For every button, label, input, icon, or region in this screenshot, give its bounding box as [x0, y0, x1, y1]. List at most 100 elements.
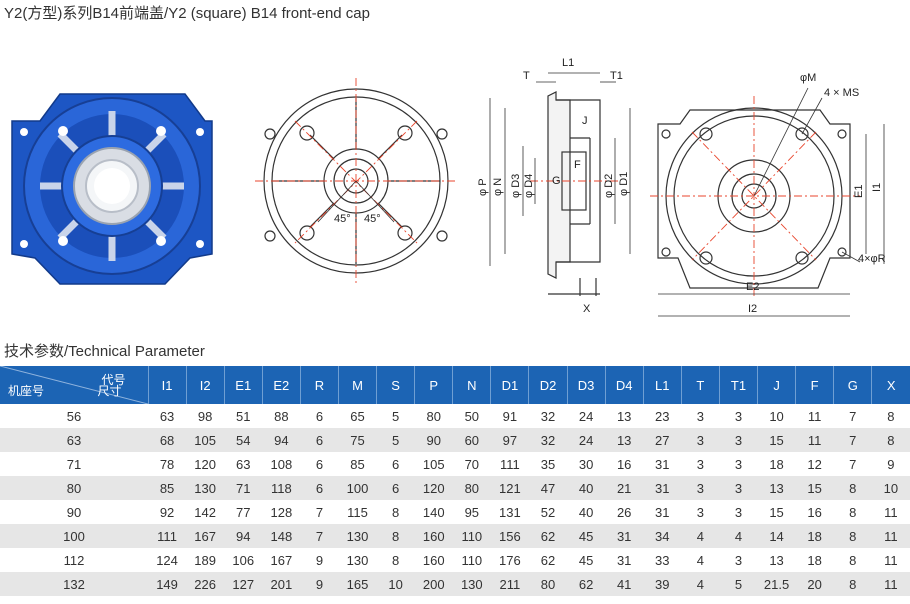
technical-drawings: 45° 45° L1 T T1 J F G X φ P φ N φ D3 φ D… — [11, 57, 886, 317]
value-cell: 30 — [567, 452, 606, 476]
value-cell: 31 — [643, 476, 682, 500]
value-cell: 94 — [262, 428, 301, 452]
value-cell: 62 — [567, 572, 606, 596]
section-view-drawing — [489, 72, 631, 296]
value-cell: 3 — [681, 500, 720, 524]
value-cell: 90 — [414, 428, 453, 452]
value-cell: 39 — [643, 572, 682, 596]
value-cell: 24 — [567, 428, 606, 452]
corner-label-frame: 机座号 — [8, 384, 45, 398]
value-cell: 23 — [643, 404, 682, 428]
value-cell: 128 — [262, 500, 301, 524]
value-cell: 62 — [528, 548, 568, 572]
value-cell: 60 — [452, 428, 491, 452]
value-cell: 11 — [871, 500, 910, 524]
column-header-g: G — [833, 366, 872, 404]
value-cell: 13 — [757, 548, 796, 572]
value-cell: 6 — [376, 452, 415, 476]
value-cell: 5 — [719, 572, 758, 596]
column-header-t1: T1 — [718, 366, 758, 404]
value-cell: 54 — [224, 428, 263, 452]
value-cell: 142 — [186, 500, 225, 524]
column-header-i2: I2 — [185, 366, 225, 404]
value-cell: 3 — [719, 428, 758, 452]
value-cell: 63 — [148, 404, 187, 428]
value-cell: 9 — [300, 548, 339, 572]
corner-diagonal — [0, 366, 148, 404]
value-cell: 8 — [833, 572, 872, 596]
value-cell: 108 — [262, 452, 301, 476]
value-cell: 5 — [376, 428, 415, 452]
value-cell: 16 — [605, 452, 644, 476]
value-cell: 130 — [452, 572, 491, 596]
dim-label-E1: E1 — [853, 185, 865, 198]
dim-label-N: φ N — [492, 178, 504, 196]
column-header-d1: D1 — [490, 366, 529, 404]
value-cell: 8 — [833, 476, 872, 500]
frame-size-cell: 112 — [0, 548, 149, 572]
dim-label-L1: L1 — [562, 57, 574, 69]
value-cell: 16 — [795, 500, 834, 524]
column-header-l1: L1 — [642, 366, 682, 404]
value-cell: 35 — [528, 452, 568, 476]
value-cell: 7 — [300, 524, 339, 548]
column-header-e2: E2 — [261, 366, 301, 404]
value-cell: 12 — [795, 452, 834, 476]
dim-label-I1: I1 — [871, 183, 883, 192]
value-cell: 52 — [528, 500, 568, 524]
value-cell: 13 — [757, 476, 796, 500]
value-cell: 31 — [605, 548, 644, 572]
dim-label-J: J — [582, 115, 588, 127]
value-cell: 160 — [414, 524, 453, 548]
value-cell: 11 — [795, 428, 834, 452]
value-cell: 63 — [224, 452, 263, 476]
value-cell: 70 — [452, 452, 491, 476]
value-cell: 75 — [338, 428, 377, 452]
value-cell: 3 — [681, 476, 720, 500]
page-title: Y2(方型)系列B14前端盖/Y2 (square) B14 front-end… — [4, 5, 370, 22]
value-cell: 15 — [757, 428, 796, 452]
value-cell: 167 — [262, 548, 301, 572]
value-cell: 4 — [719, 524, 758, 548]
value-cell: 77 — [224, 500, 263, 524]
front-view-drawing — [255, 78, 458, 284]
value-cell: 94 — [224, 524, 263, 548]
value-cell: 110 — [452, 548, 491, 572]
value-cell: 33 — [643, 548, 682, 572]
value-cell: 6 — [300, 452, 339, 476]
value-cell: 165 — [338, 572, 377, 596]
column-header-e1: E1 — [223, 366, 263, 404]
value-cell: 32 — [528, 404, 568, 428]
value-cell: 47 — [528, 476, 568, 500]
column-header-d4: D4 — [604, 366, 644, 404]
corner-label-size: 尺寸 — [97, 384, 122, 398]
column-header-d2: D2 — [528, 366, 568, 404]
value-cell: 4 — [681, 548, 720, 572]
value-cell: 106 — [224, 548, 263, 572]
value-cell: 21.5 — [757, 572, 796, 596]
frame-size-cell: 80 — [0, 476, 149, 500]
value-cell: 6 — [300, 404, 339, 428]
value-cell: 34 — [643, 524, 682, 548]
value-cell: 127 — [224, 572, 263, 596]
value-cell: 98 — [186, 404, 225, 428]
cap-render-image — [11, 93, 213, 285]
value-cell: 120 — [414, 476, 453, 500]
value-cell: 121 — [490, 476, 529, 500]
dim-label-D1: φ D1 — [618, 172, 630, 196]
value-cell: 6 — [376, 476, 415, 500]
value-cell: 11 — [871, 572, 910, 596]
column-header-d3: D3 — [566, 366, 606, 404]
value-cell: 7 — [833, 452, 872, 476]
value-cell: 24 — [567, 404, 606, 428]
rear-view-drawing — [650, 87, 885, 317]
dim-label-T1: T1 — [610, 70, 623, 82]
value-cell: 8 — [833, 500, 872, 524]
value-cell: 8 — [833, 548, 872, 572]
